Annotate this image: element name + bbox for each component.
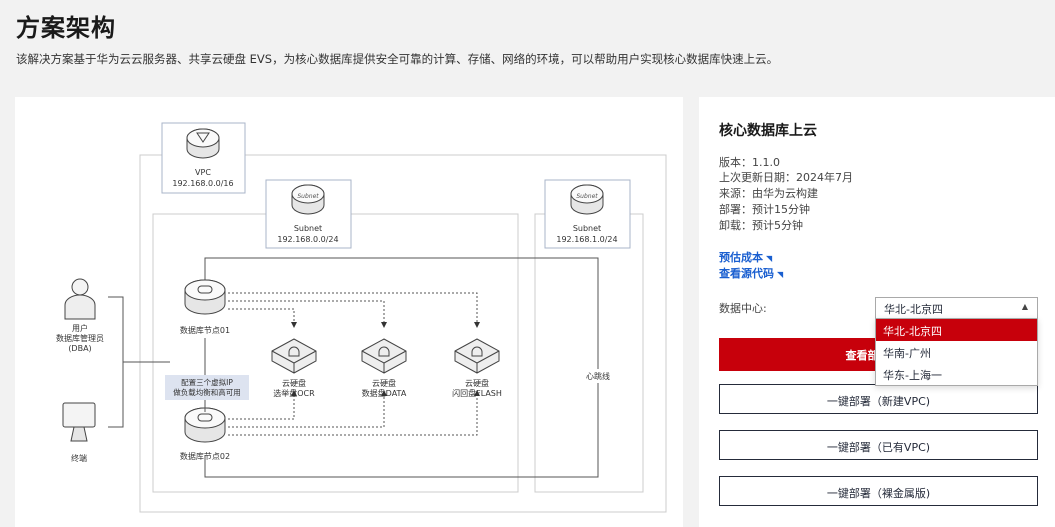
subnet1-cidr: 192.168.0.0/24 xyxy=(277,235,338,244)
subnet2-name: Subnet xyxy=(573,224,601,233)
estimate-cost-link[interactable]: 预估成本◥ xyxy=(719,251,773,264)
user-label-3: (DBA) xyxy=(68,344,91,353)
disk-flash-icon xyxy=(454,338,500,374)
deploy-time-text: 部署：预计15分钟 xyxy=(719,203,810,216)
subnet1-icon-label: Subnet xyxy=(297,193,319,200)
vip-note-bg xyxy=(165,375,249,400)
vpc-cidr: 192.168.0.0/16 xyxy=(172,179,233,188)
version-text: 版本：1.1.0 xyxy=(719,156,780,169)
view-source-link[interactable]: 查看源代码◥ xyxy=(719,267,784,280)
user-icon xyxy=(64,278,96,320)
uninstall-time-text: 卸载：预计5分钟 xyxy=(719,219,803,232)
source-text: 来源：由华为云构建 xyxy=(719,187,818,200)
datacenter-option[interactable]: 华南-广州 xyxy=(883,347,931,360)
user-label-2: 数据库管理员 xyxy=(56,333,104,343)
external-arrow-icon: ◥ xyxy=(777,270,784,279)
db-node-01-label: 数据库节点01 xyxy=(180,325,230,335)
vpc-name: VPC xyxy=(195,168,211,177)
db-node-02-label: 数据库节点02 xyxy=(180,451,230,461)
deploy-new-vpc-button[interactable]: 一键部署（新建VPC) xyxy=(719,384,1038,414)
datacenter-label: 数据中心: xyxy=(719,302,767,315)
page-title: 方案架构 xyxy=(16,14,116,42)
vpc-badge: VPC 192.168.0.0/16 xyxy=(161,122,246,194)
disk-ocr-icon xyxy=(271,338,317,374)
deploy-bare-metal-button[interactable]: 一键部署（裸金属版) xyxy=(719,476,1038,506)
heartbeat-line xyxy=(204,257,599,478)
subnet2-cidr: 192.168.1.0/24 xyxy=(556,235,617,244)
subnet2-icon-label: Subnet xyxy=(576,193,598,200)
updated-text: 上次更新日期：2024年7月 xyxy=(719,171,853,184)
heartbeat-label: 心跳线 xyxy=(586,371,610,381)
datacenter-dropdown: 华北-北京四 华南-广州 华东-上海一 xyxy=(875,318,1038,386)
terminal-label: 终端 xyxy=(71,453,87,463)
subnet2-boundary xyxy=(534,213,644,493)
user-label-1: 用户 xyxy=(72,323,88,333)
vip-note-2: 做负载均衡和高可用 xyxy=(173,387,241,397)
datacenter-option[interactable]: 华北-北京四 xyxy=(876,319,1037,341)
solution-title: 核心数据库上云 xyxy=(719,123,817,139)
subnet2-badge: Subnet Subnet 192.168.1.0/24 xyxy=(544,179,631,249)
vip-note-1: 配置三个虚拟IP xyxy=(181,377,233,387)
db-node-02-icon xyxy=(184,407,226,443)
solution-info-panel: 核心数据库上云 版本：1.1.0 上次更新日期：2024年7月 来源：由华为云构… xyxy=(699,97,1055,527)
disk-flash-label-2: 闪回盘FLASH xyxy=(452,388,502,398)
terminal-icon xyxy=(62,402,96,442)
vpc-boundary xyxy=(139,154,667,513)
disk-ocr-label-1: 云硬盘 xyxy=(282,378,306,388)
disk-ocr-label-2: 选举盘OCR xyxy=(273,388,315,398)
page-description: 该解决方案基于华为云云服务器、共享云硬盘 EVS，为核心数据库提供安全可靠的计算… xyxy=(16,52,779,66)
datacenter-option[interactable]: 华东-上海一 xyxy=(883,369,942,382)
disk-flash-label-1: 云硬盘 xyxy=(465,378,489,388)
disk-data-label-1: 云硬盘 xyxy=(372,378,396,388)
db-node-01-icon xyxy=(184,279,226,315)
disk-data-label-2: 数据盘DATA xyxy=(362,388,407,398)
external-arrow-icon: ◥ xyxy=(766,254,773,263)
caret-up-icon: ▲ xyxy=(1021,302,1028,311)
subnet1-name: Subnet xyxy=(294,224,322,233)
datacenter-select[interactable]: 华北-北京四 ▲ xyxy=(875,297,1038,319)
subnet1-badge: Subnet Subnet 192.168.0.0/24 xyxy=(265,179,352,249)
disk-data-icon xyxy=(361,338,407,374)
architecture-diagram: VPC 192.168.0.0/16 Subnet Subnet 192.168… xyxy=(15,97,683,527)
datacenter-selected-value: 华北-北京四 xyxy=(884,303,943,316)
deploy-existing-vpc-button[interactable]: 一键部署（已有VPC) xyxy=(719,430,1038,460)
